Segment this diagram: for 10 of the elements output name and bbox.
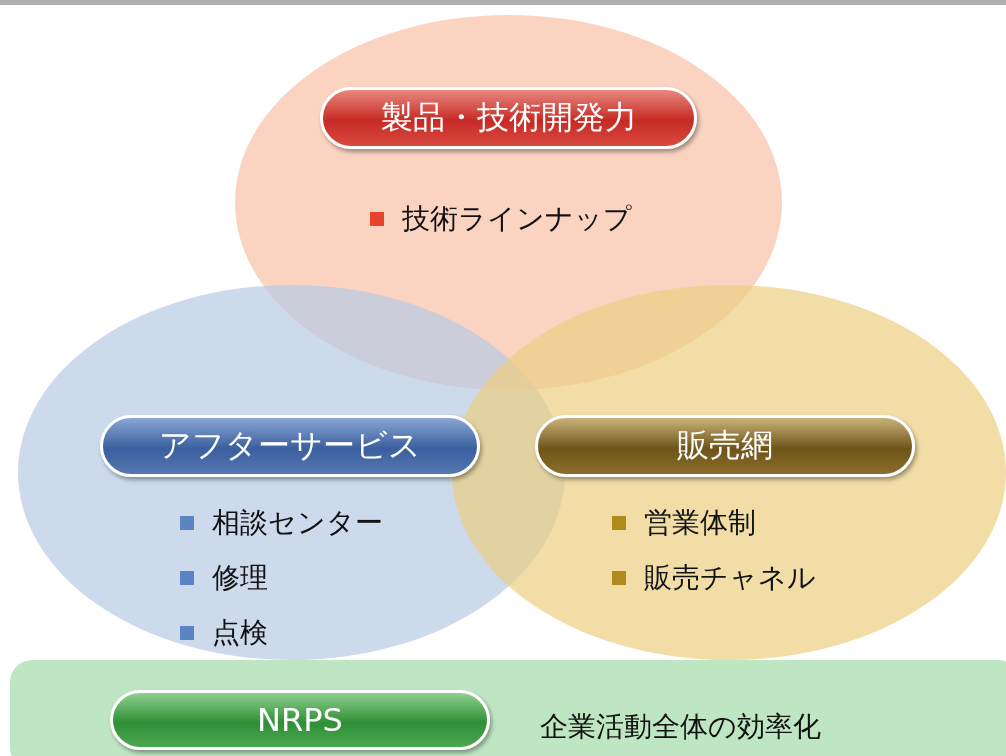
- list-item: 技術ラインナップ: [402, 201, 632, 237]
- band-panel: [10, 660, 1006, 756]
- heading-pill: NRPS: [110, 690, 490, 750]
- list-item: 点検: [212, 615, 268, 651]
- list-item: 販売チャネル: [644, 560, 816, 596]
- list-item: 営業体制: [644, 505, 756, 541]
- band-text: 企業活動全体の効率化: [540, 709, 821, 745]
- list-item: 修理: [212, 560, 268, 596]
- heading-pill: 製品・技術開発力: [320, 87, 697, 149]
- list-item: 相談センター: [212, 505, 383, 541]
